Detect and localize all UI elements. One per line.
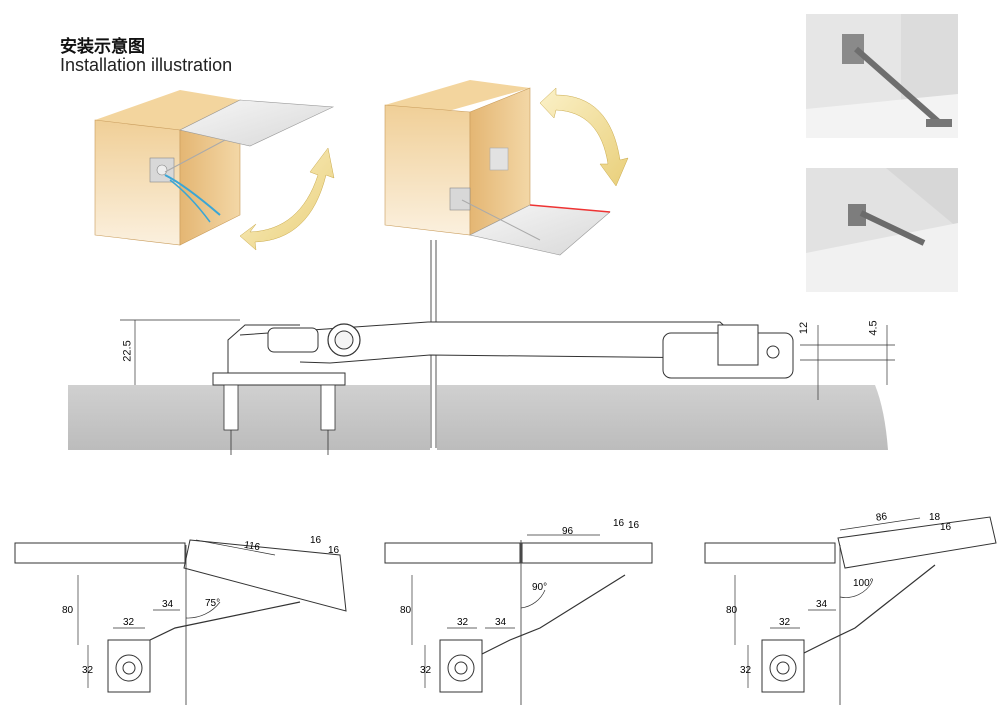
d2-h1: 32: [457, 617, 469, 628]
d3-top: 86: [875, 511, 888, 524]
d1-s2: 16: [328, 545, 340, 556]
d1-s1: 16: [310, 535, 322, 546]
d1-angle: 75°: [205, 598, 221, 609]
photo-hinge-open: [806, 14, 958, 138]
cabinet-illustration-open-down: [384, 80, 629, 256]
d1-h2: 34: [162, 599, 174, 610]
d1-h1: 32: [123, 617, 135, 628]
title-english: Installation illustration: [60, 55, 233, 75]
d2-angle: 90°: [532, 582, 548, 593]
d3-angle: 100°: [853, 578, 874, 589]
section-view-drawing: [68, 240, 895, 455]
diagram-75-degree: [14, 539, 347, 705]
d2-v: 80: [400, 605, 412, 616]
photo-hinge-closed: [806, 168, 958, 292]
d2-h2: 34: [495, 617, 507, 628]
d3-v: 80: [726, 605, 738, 616]
title-chinese: 安装示意图: [60, 37, 145, 57]
d2-s2: 16: [628, 520, 640, 531]
d3-h1: 32: [779, 617, 791, 628]
diagram-100-degree: [704, 516, 997, 705]
d2-base: 32: [420, 665, 432, 676]
d3-base: 32: [740, 665, 752, 676]
diagram-90-degree: [384, 534, 653, 705]
d1-v: 80: [62, 605, 74, 616]
d3-s2: 16: [940, 522, 952, 533]
cabinet-illustration-open-up: [94, 90, 335, 251]
d3-h2: 34: [816, 599, 828, 610]
dim-height-22-5: 22.5: [121, 340, 134, 362]
d2-top: 96: [562, 526, 574, 537]
d3-s1: 18: [929, 512, 941, 523]
d1-base: 32: [82, 665, 94, 676]
dim-offset-4-5: 4.5: [867, 320, 880, 336]
dim-offset-12: 12: [798, 321, 811, 335]
d2-s1: 16: [613, 518, 625, 529]
